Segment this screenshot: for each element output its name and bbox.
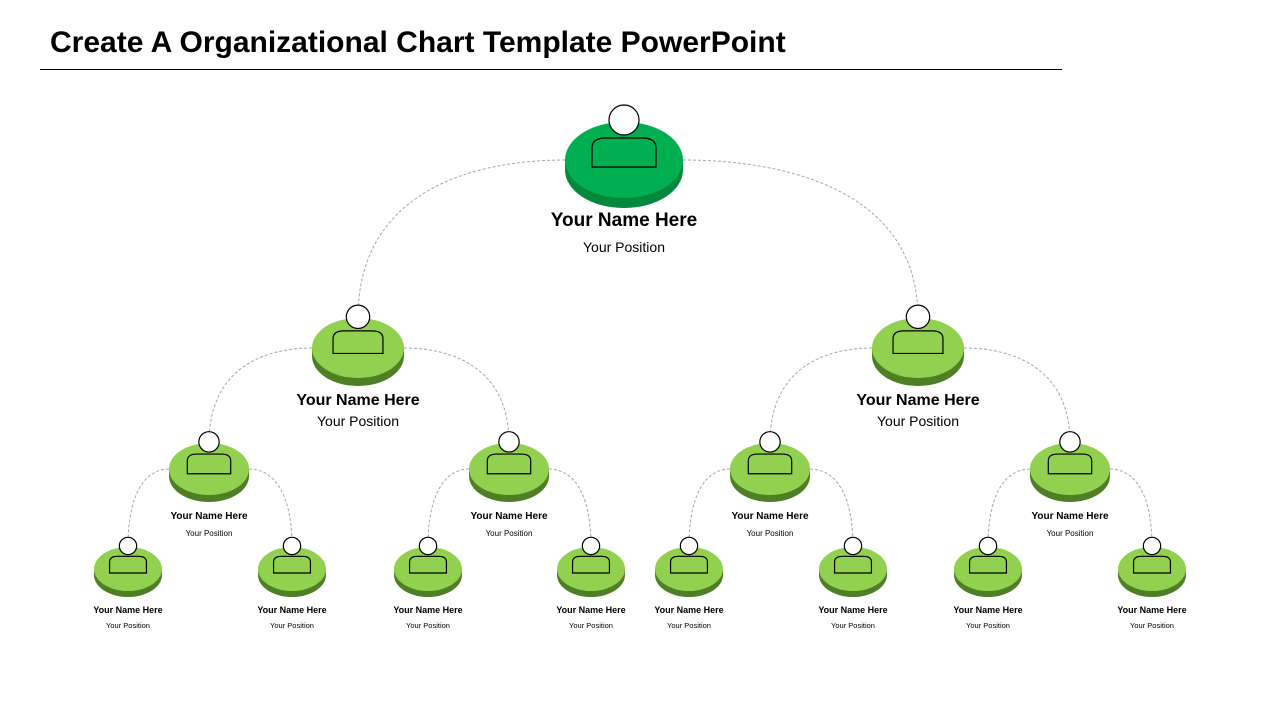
connector-line xyxy=(127,468,170,548)
node-name: Your Name Here xyxy=(1117,605,1187,615)
node-name: Your Name Here xyxy=(556,605,626,615)
org-node[interactable] xyxy=(258,536,326,597)
connector-line xyxy=(548,468,592,548)
node-name: Your Name Here xyxy=(93,605,163,615)
person-icon xyxy=(272,536,312,574)
node-name: Your Name Here xyxy=(953,605,1023,615)
node-position: Your Position xyxy=(406,621,450,630)
person-icon xyxy=(332,304,384,355)
person-icon xyxy=(669,536,709,574)
node-position: Your Position xyxy=(185,529,233,538)
node-name: Your Name Here xyxy=(257,605,327,615)
org-node[interactable] xyxy=(730,431,810,502)
org-node[interactable] xyxy=(557,536,625,597)
connector-line xyxy=(427,468,470,548)
node-name: Your Name Here xyxy=(470,511,548,522)
org-node[interactable] xyxy=(312,304,404,386)
node-name: Your Name Here xyxy=(393,605,463,615)
node-position: Your Position xyxy=(1130,621,1174,630)
node-name: Your Name Here xyxy=(296,392,420,409)
org-node[interactable] xyxy=(819,536,887,597)
page-title: Create A Organizational Chart Template P… xyxy=(50,26,786,59)
node-position: Your Position xyxy=(270,621,314,630)
node-name: Your Name Here xyxy=(731,511,809,522)
node-position: Your Position xyxy=(485,529,533,538)
person-icon xyxy=(1047,431,1093,475)
node-layer xyxy=(94,104,1186,597)
connector-line xyxy=(208,347,313,444)
node-position: Your Position xyxy=(667,621,711,630)
node-position: Your Position xyxy=(966,621,1010,630)
node-position: Your Position xyxy=(569,621,613,630)
node-position: Your Position xyxy=(106,621,150,630)
org-node[interactable] xyxy=(394,536,462,597)
title-divider xyxy=(40,69,1062,70)
person-icon xyxy=(892,304,944,355)
connector-line xyxy=(1109,468,1153,548)
node-name: Your Name Here xyxy=(818,605,888,615)
org-node[interactable] xyxy=(169,431,249,502)
person-icon xyxy=(186,431,232,475)
connector-line xyxy=(809,468,854,548)
connector-line xyxy=(682,159,919,319)
node-position: Your Position xyxy=(583,239,665,255)
node-name: Your Name Here xyxy=(654,605,724,615)
node-position: Your Position xyxy=(877,413,959,429)
node-position: Your Position xyxy=(746,529,794,538)
org-node[interactable] xyxy=(655,536,723,597)
org-node[interactable] xyxy=(469,431,549,502)
person-icon xyxy=(1132,536,1172,574)
node-name: Your Name Here xyxy=(856,392,980,409)
org-node[interactable] xyxy=(1030,431,1110,502)
person-icon xyxy=(968,536,1008,574)
person-icon xyxy=(108,536,148,574)
connector-line xyxy=(987,468,1031,548)
person-icon xyxy=(408,536,448,574)
node-name: Your Name Here xyxy=(1031,511,1109,522)
person-icon xyxy=(747,431,793,475)
node-position: Your Position xyxy=(317,413,399,429)
org-node[interactable] xyxy=(954,536,1022,597)
org-node[interactable] xyxy=(565,104,683,208)
person-icon xyxy=(833,536,873,574)
connector-line xyxy=(769,347,873,444)
org-node[interactable] xyxy=(1118,536,1186,597)
person-icon xyxy=(486,431,532,475)
connector-line xyxy=(248,468,293,548)
org-node[interactable] xyxy=(872,304,964,386)
connector-line xyxy=(963,347,1071,444)
connector-line xyxy=(403,347,510,444)
node-name: Your Name Here xyxy=(550,210,698,231)
person-icon xyxy=(571,536,611,574)
person-icon xyxy=(591,104,657,168)
connector-layer xyxy=(127,159,1153,548)
org-node[interactable] xyxy=(94,536,162,597)
node-position: Your Position xyxy=(831,621,875,630)
node-name: Your Name Here xyxy=(170,511,248,522)
connector-line xyxy=(688,468,731,548)
connector-line xyxy=(357,159,566,319)
node-position: Your Position xyxy=(1046,529,1094,538)
